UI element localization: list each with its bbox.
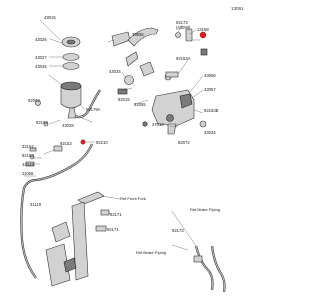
label-43027: 43027: [35, 55, 47, 60]
adjuster-red: [199, 31, 207, 39]
bleeder-cap: [142, 121, 148, 127]
label-92179a: 92179A: [86, 107, 101, 112]
reservoir-hose-inner: [74, 89, 101, 118]
label-32152: 32152: [22, 144, 34, 149]
front-fork: [45, 191, 105, 287]
label-92153-b: 92153: [60, 141, 72, 146]
caliper-bolt-boss: [63, 257, 77, 273]
cylinder-mount: [166, 114, 174, 122]
cylinder-port: [179, 93, 193, 109]
brake-lever: [127, 27, 159, 47]
adjuster-parts: [175, 28, 208, 56]
reservoir-bracket: [111, 31, 131, 47]
label-92173-a: 92173: [176, 20, 188, 25]
pipe-right-b-inner: [211, 245, 226, 293]
diaphragm: [62, 53, 80, 61]
label-27010: 27010: [152, 122, 164, 127]
ref-brake-piping-a: Ref.Brake Piping: [190, 207, 220, 212]
banjo-washer-red: [80, 139, 86, 145]
lever-pivot-nut: [175, 32, 181, 38]
label-92153-c: 92153: [22, 153, 34, 158]
fork-axle-bracket: [77, 191, 105, 205]
switch-washer: [124, 75, 134, 85]
label-43028: 43028: [62, 123, 74, 128]
label-43034: 43034: [109, 69, 121, 74]
brake-switch: [117, 88, 128, 95]
label-92153b: 92153B: [204, 108, 219, 113]
caliper-bracket: [45, 243, 71, 287]
hose-clamp-92153: [43, 121, 49, 127]
label-43056: 43056: [204, 73, 216, 78]
clamp-92171-lower: [95, 225, 107, 232]
adjuster-block: [200, 48, 208, 56]
label-92009: 92009: [28, 98, 40, 103]
label-31119: 31119: [30, 202, 42, 207]
ref-brake-piping-b: Ref.Brake Piping: [136, 250, 166, 255]
part-labels: 43015 43026 43027 43045 13236 92173 (430…: [22, 15, 220, 255]
label-13168: 13168: [197, 27, 209, 32]
diaphragm-plate: [62, 62, 80, 70]
label-92153-a: 92153: [36, 120, 48, 125]
clamp-bolt: [199, 120, 207, 128]
piston-parts: [117, 61, 179, 95]
label-43034-b: 43034: [204, 130, 216, 135]
label-92072: 92072: [178, 140, 190, 145]
caliper-mount-upper: [51, 221, 71, 243]
brake-hose-inner: [20, 143, 93, 279]
label-92173-b: 92173: [172, 228, 184, 233]
lever-knuckle: [125, 51, 139, 67]
label-92055: 92055: [134, 102, 146, 107]
sensor-32152: [29, 147, 37, 152]
hose-clamp-92009: [35, 100, 41, 106]
cylinder-clamp: [167, 123, 177, 135]
label-11056: 11056: [22, 171, 34, 176]
pivot-collar: [185, 28, 193, 42]
fork-tube: [71, 201, 89, 281]
pipe-clamp: [193, 255, 203, 263]
piston-cup: [139, 61, 155, 77]
leader-lines: [24, 19, 204, 251]
label-43026: 43026: [35, 37, 47, 42]
label-92171-c: 92171: [107, 227, 119, 232]
reservoir-assembly: [60, 36, 82, 119]
label-92210: 92210: [96, 140, 108, 145]
label-43045: 43045: [35, 64, 47, 69]
label-43080: (43080): [176, 25, 191, 30]
piston-assy: [165, 71, 179, 78]
pipe-right-a-inner: [195, 245, 214, 291]
label-43057: 43057: [204, 87, 216, 92]
master-cylinder: [151, 89, 207, 135]
reservoir-cap-center: [66, 39, 76, 45]
label-13236: 13236: [132, 32, 144, 37]
reservoir-outlet: [67, 107, 77, 119]
clamp-92171-upper: [100, 209, 110, 216]
diagram-code: 13091: [231, 6, 244, 11]
ref-front-fork: Ref.Front Fork: [120, 196, 146, 201]
label-92171-b: 92171: [110, 212, 122, 217]
reservoir-opening: [60, 81, 82, 91]
label-43015: 43015: [44, 15, 56, 20]
small-fittings: [25, 145, 63, 167]
fitting-92153: [53, 145, 63, 152]
label-43049: 43049: [22, 162, 34, 167]
brake-piping-right: [95, 209, 226, 293]
label-92153a: 92153A: [176, 56, 191, 61]
parts-diagram: 13091: [20, 6, 244, 293]
label-92015: 92015: [118, 97, 130, 102]
